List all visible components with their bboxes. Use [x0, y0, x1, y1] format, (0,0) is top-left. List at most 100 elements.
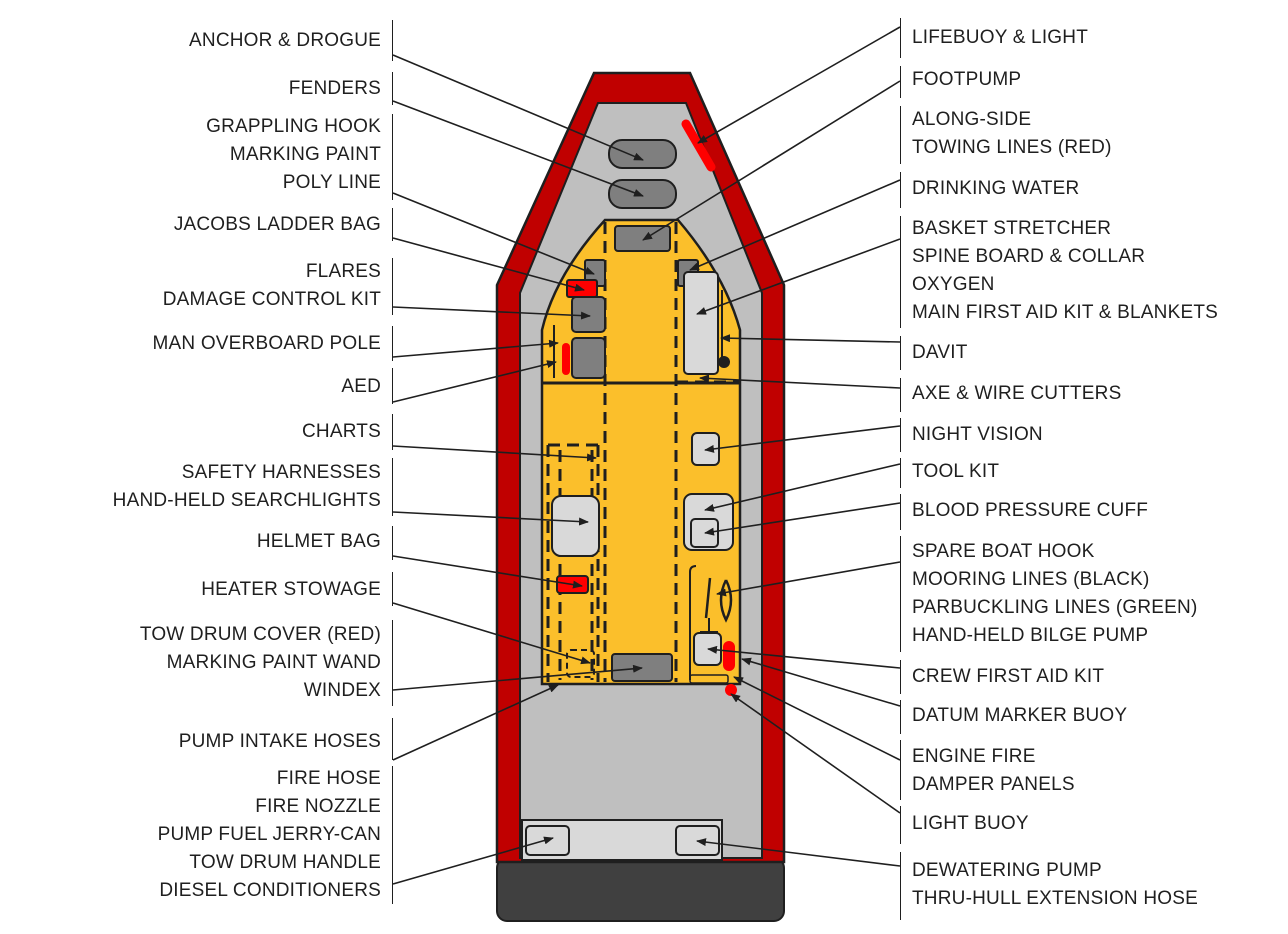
label-flares-group: FLARES DAMAGE CONTROL KIT: [162, 261, 381, 310]
leader-line: [704, 502, 901, 536]
damage-control-kit: [571, 296, 606, 333]
label-bracket: [392, 114, 393, 200]
stern-block: [496, 857, 785, 922]
davit-base: [718, 356, 730, 368]
label-bracket: [392, 526, 393, 560]
leader-line: [704, 463, 901, 512]
leader-line: [392, 511, 589, 526]
label-crew-first-aid-kit: CREW FIRST AID KIT: [912, 666, 1105, 687]
label-bracket: [392, 20, 393, 61]
label-night-vision: NIGHT VISION: [912, 424, 1043, 445]
label-bracket: [392, 208, 393, 241]
label-spare-boat-hook-group: SPARE BOAT HOOK MOORING LINES (BLACK) PA…: [912, 541, 1198, 646]
leader-line: [699, 374, 901, 389]
leader-line: [733, 676, 901, 761]
label-bracket: [900, 216, 901, 328]
aed-box: [571, 337, 606, 379]
damper-panel: [689, 674, 729, 684]
label-bracket: [900, 336, 901, 370]
label-bracket: [392, 766, 393, 904]
label-bracket: [900, 458, 901, 488]
label-fire-hose-group: FIRE HOSE FIRE NOZZLE PUMP FUEL JERRY-CA…: [157, 768, 381, 901]
label-bracket: [900, 536, 901, 652]
leader-line: [392, 602, 591, 665]
stretcher-box: [683, 271, 719, 375]
leader-line: [697, 26, 901, 144]
label-dewatering-pump-group: DEWATERING PUMP THRU-HULL EXTENSION HOSE: [912, 860, 1198, 909]
leader-line: [720, 334, 901, 343]
label-aed: AED: [341, 376, 381, 397]
leader-line: [392, 684, 559, 761]
label-blood-pressure-cuff: BLOOD PRESSURE CUFF: [912, 500, 1149, 521]
label-davit: DAVIT: [912, 342, 968, 363]
label-bracket: [900, 740, 901, 800]
leader-line: [704, 425, 901, 453]
label-bracket: [900, 172, 901, 208]
label-helmet-bag: HELMET BAG: [256, 531, 381, 552]
leader-line: [730, 693, 901, 814]
label-bracket: [900, 660, 901, 694]
leader-line: [696, 238, 901, 315]
label-datum-marker-buoy: DATUM MARKER BUOY: [912, 705, 1128, 726]
label-axe-wire-cutters: AXE & WIRE CUTTERS: [912, 383, 1122, 404]
man-overboard-pole: [562, 343, 570, 375]
label-bracket: [392, 718, 393, 760]
leader-line: [392, 306, 591, 320]
leader-line: [392, 339, 559, 358]
label-along-side-towing-lines: ALONG-SIDE TOWING LINES (RED): [912, 109, 1112, 158]
heater-stowage: [566, 649, 595, 678]
label-bracket: [900, 106, 901, 164]
label-heater-stowage: HEATER STOWAGE: [201, 579, 381, 600]
label-pump-intake-hoses: PUMP INTAKE HOSES: [178, 731, 381, 752]
light-buoy: [725, 684, 737, 696]
label-engine-fire-damper: ENGINE FIRE DAMPER PANELS: [912, 746, 1075, 795]
leader-line: [392, 445, 597, 462]
leader-line: [392, 664, 643, 691]
label-light-buoy: LIGHT BUOY: [912, 813, 1029, 834]
label-bracket: [900, 494, 901, 530]
label-anchor-drogue: ANCHOR & DROGUE: [189, 30, 381, 51]
datum-marker-buoy: [723, 641, 735, 671]
label-bracket: [392, 414, 393, 450]
label-bracket: [392, 258, 393, 315]
boat-hook: [689, 565, 697, 680]
label-bracket: [900, 378, 901, 412]
label-charts: CHARTS: [302, 421, 381, 442]
label-bracket: [392, 620, 393, 706]
label-jacobs-ladder-bag: JACOBS LADDER BAG: [173, 214, 381, 235]
label-bracket: [900, 418, 901, 452]
crew-first-aid-box: [693, 632, 722, 666]
label-bracket: [900, 806, 901, 844]
label-bracket: [392, 572, 393, 606]
label-bracket: [392, 72, 393, 105]
label-basket-stretcher-group: BASKET STRETCHER SPINE BOARD & COLLAR OX…: [912, 218, 1219, 323]
leader-line: [689, 179, 901, 271]
lifebuoy-flag: [681, 119, 716, 172]
anchor-drogue-box: [608, 139, 677, 169]
leader-line: [707, 645, 901, 669]
label-bracket: [392, 368, 393, 404]
label-bracket: [900, 852, 901, 920]
leader-line: [392, 100, 644, 197]
searchlight-box: [551, 495, 600, 557]
leader-line: [716, 561, 901, 597]
leader-line: [741, 657, 901, 707]
label-bracket: [900, 18, 901, 58]
label-bracket: [392, 326, 393, 361]
leader-line: [392, 360, 557, 403]
footpump-box: [614, 225, 671, 252]
label-bracket: [900, 700, 901, 734]
fire-hose-box: [525, 825, 570, 856]
blood-pressure-box: [690, 518, 719, 548]
label-man-overboard-pole: MAN OVERBOARD POLE: [152, 333, 381, 354]
label-footpump: FOOTPUMP: [912, 69, 1022, 90]
label-bracket: [900, 66, 901, 98]
label-grappling-hook-group: GRAPPLING HOOK MARKING PAINT POLY LINE: [206, 116, 381, 193]
jacobs-ladder-bag: [566, 279, 598, 298]
label-drinking-water: DRINKING WATER: [912, 178, 1080, 199]
label-safety-harnesses-group: SAFETY HARNESSES HAND-HELD SEARCHLIGHTS: [112, 462, 381, 511]
leader-line: [696, 838, 901, 867]
leader-line: [392, 836, 554, 885]
leader-line: [642, 80, 901, 241]
